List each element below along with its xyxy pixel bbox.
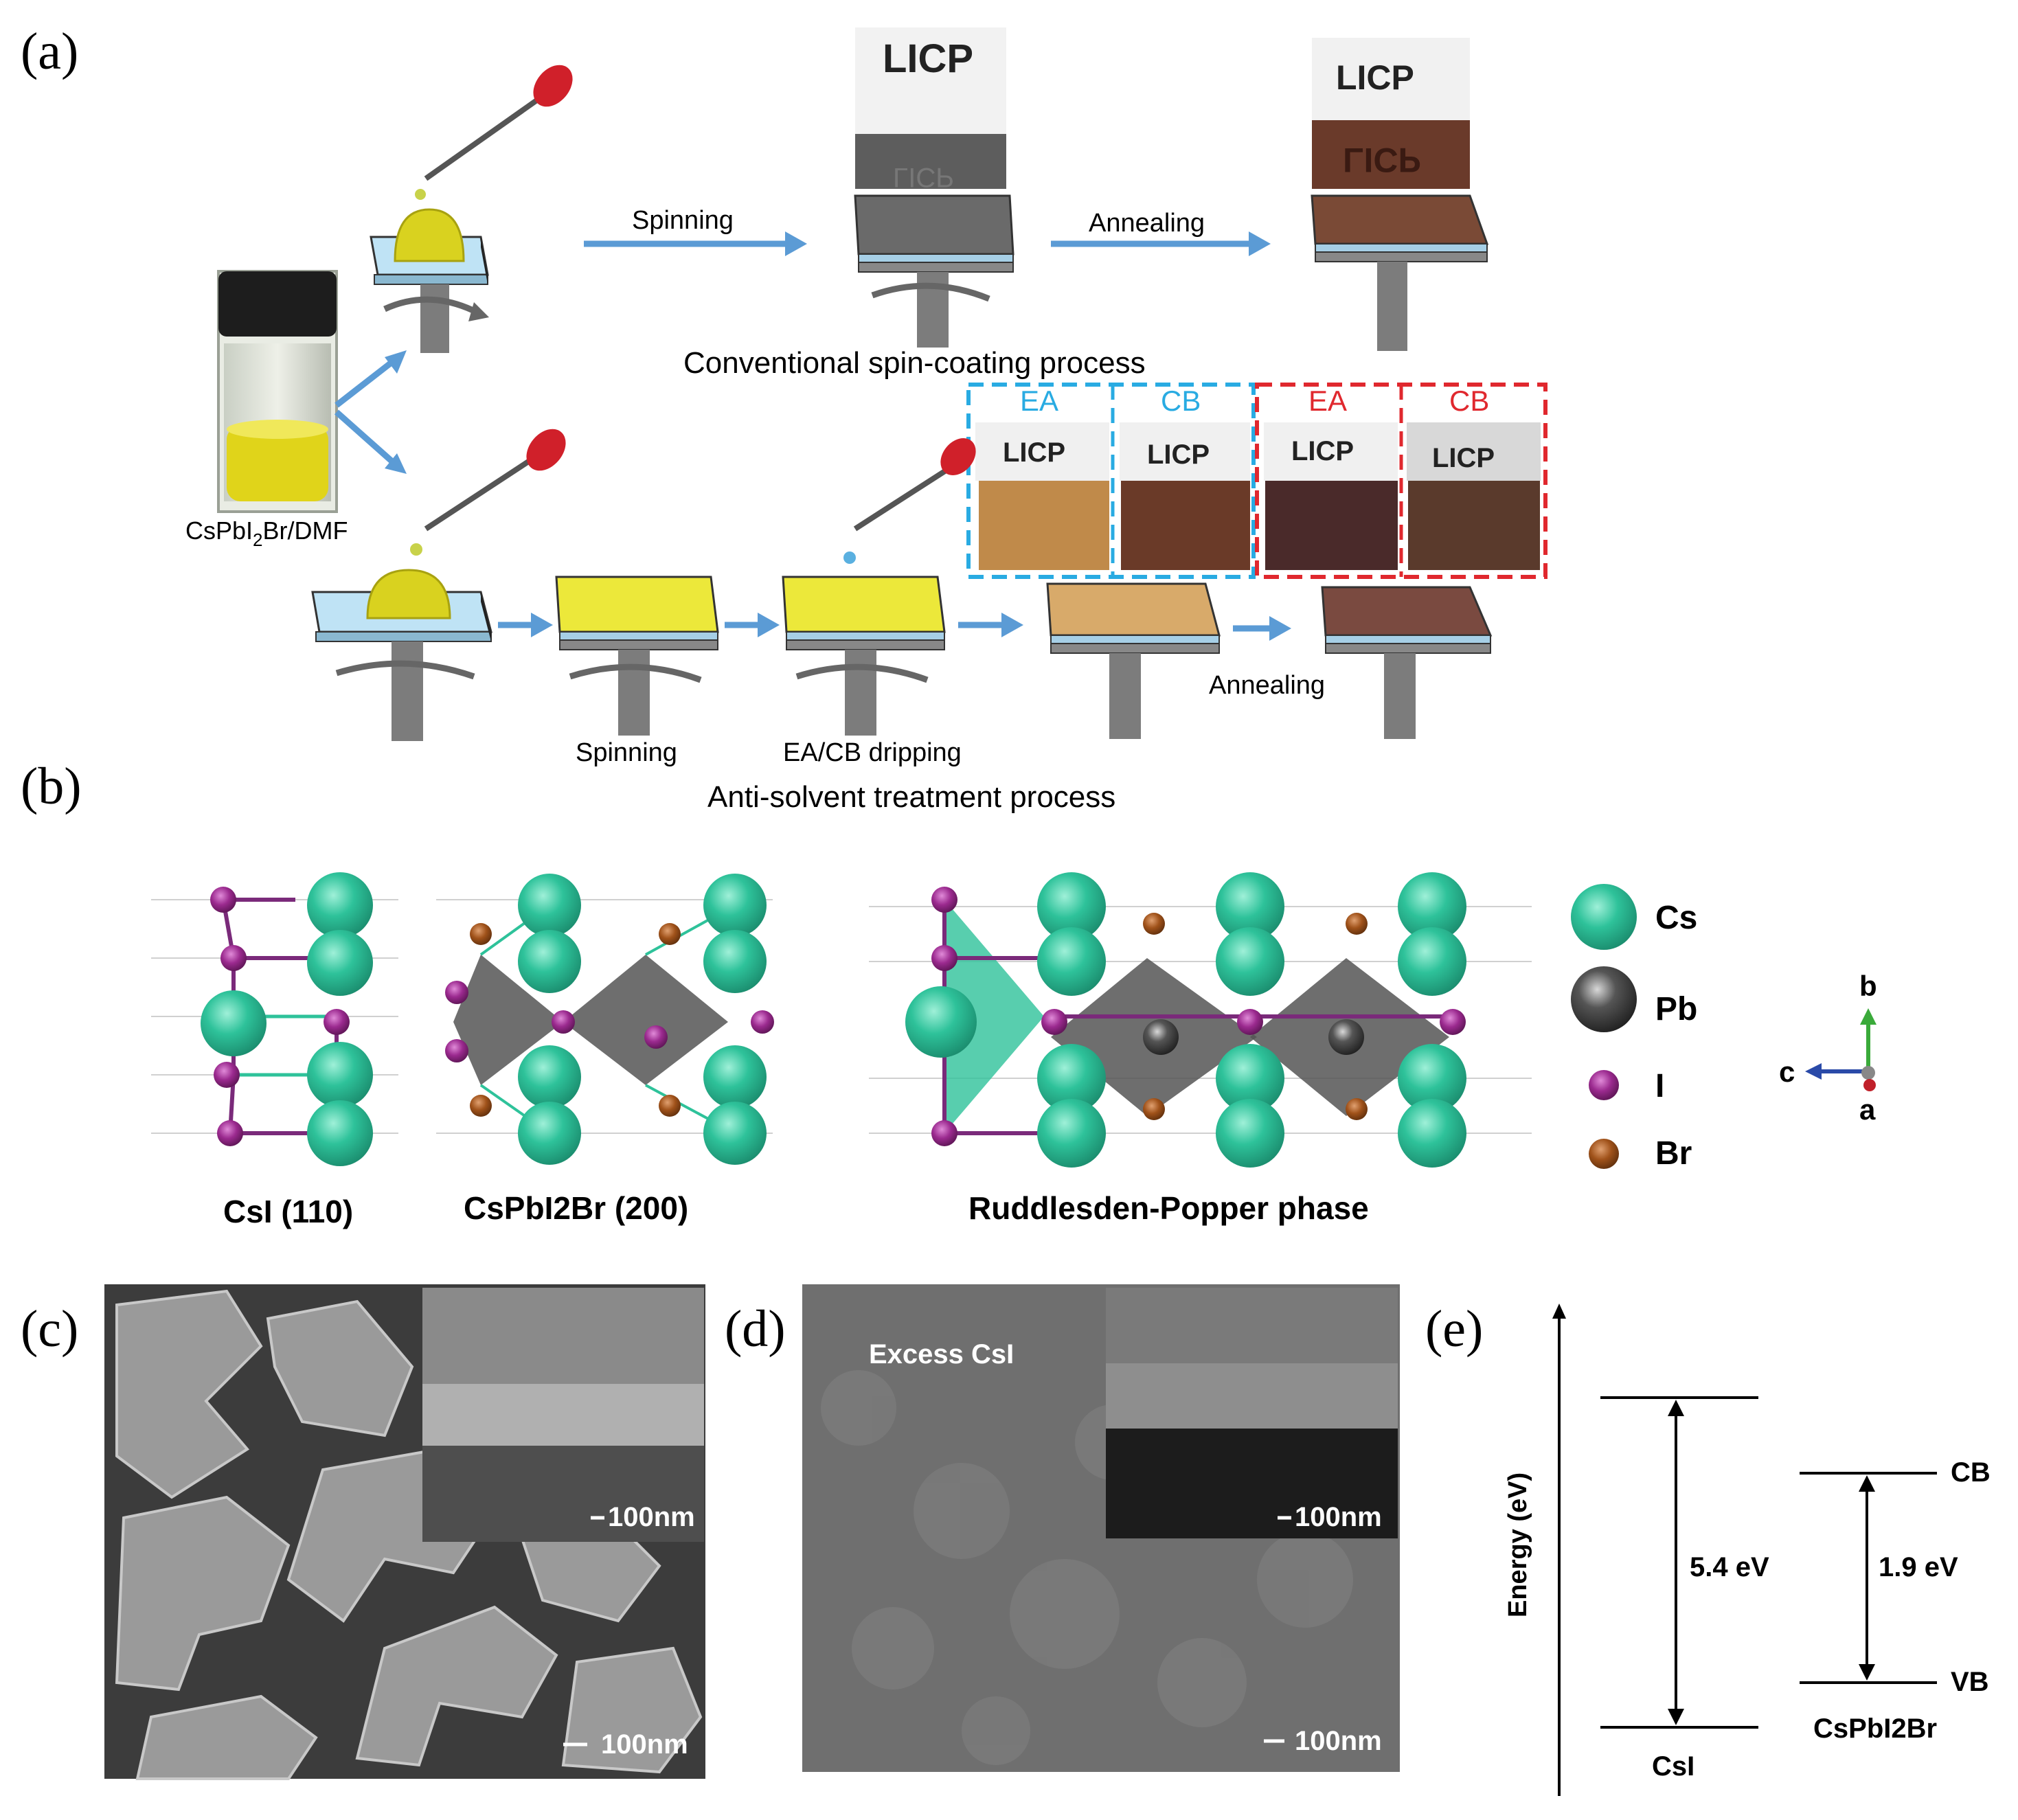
bottom-substrate-1 [311,569,492,741]
sem-inset-c: 100nm [422,1288,704,1542]
photo-cb-cyan: LICP [1120,422,1250,570]
bottom-step-dripping: EA/CB dripping [783,738,962,767]
svg-text:LICP: LICP [893,162,954,192]
panel-d: (d) Excess CsI 100nm 100nm [725,1284,1400,1772]
csi-gap-label: 5.4 eV [1690,1552,1769,1582]
bottom-substrate-2 [555,576,719,736]
bottom-substrate-3 [782,576,946,736]
svg-text:100nm: 100nm [1295,1502,1382,1532]
svg-text:LICP: LICP [1147,440,1210,470]
bottom-step-spinning: Spinning [576,738,677,767]
pipette-2 [410,429,566,556]
pipette-3 [843,438,976,564]
cspbi2br-structure [445,874,774,1165]
vial-image [217,270,338,513]
scale-bar-d: 100nm [1295,1726,1382,1756]
panel-d-label: (d) [725,1300,786,1358]
perovskite-gap-label: 1.9 eV [1879,1552,1958,1582]
photo-cb-red: LICP [1407,422,1541,570]
bottom-substrate-5 [1321,586,1493,739]
panel-e-label: (e) [1425,1300,1483,1358]
scale-bar-c: 100nm [601,1729,688,1760]
svg-text:LICP: LICP [1291,436,1354,466]
svg-text:I: I [1655,1068,1664,1104]
svg-text:LICP: LICP [1432,443,1495,473]
ruddlesden-popper-structure [905,872,1466,1168]
panel-a: (a) CsPbI2Br/DMF [21,23,1547,814]
crystal-axes: b c a [1779,970,1877,1126]
top-photo-1: LICP LICP [855,27,1006,192]
bottom-step-annealing: Annealing [1209,671,1325,700]
bottom-caption: Anti-solvent treatment process [707,780,1115,814]
top-substrate-3 [1311,194,1489,351]
photo-ea-red: LICP [1264,422,1398,570]
svg-text:LICP: LICP [1336,58,1414,97]
svg-text:Pb: Pb [1655,991,1697,1027]
csi-level-label: CsI [1652,1751,1694,1782]
top-caption: Conventional spin-coating process [683,346,1146,380]
panel-e: (e) Energy (eV) 5.4 eV CsI 1.9 eV CB VB … [1425,1300,1991,1796]
vb-label: VB [1951,1667,1989,1697]
panel-c-label: (c) [21,1300,78,1358]
svg-text:a: a [1859,1093,1876,1126]
vial-label: CsPbI2Br/DMF [185,516,348,550]
svg-text:c: c [1779,1056,1795,1088]
panel-a-label: (a) [21,23,78,80]
svg-text:100nm: 100nm [608,1502,695,1532]
svg-text:LICP: LICP [1343,141,1421,179]
svg-text:LICP: LICP [883,36,973,81]
excess-csi-label: Excess CsI [869,1339,1014,1369]
photo-header-row: EA CB EA CB [1020,385,1489,417]
panel-c: (c) 100nm 100nm [21,1284,705,1780]
top-step-annealing: Annealing [1089,209,1205,238]
structure-label-csi: CsI (110) [223,1194,353,1229]
svg-text:Br: Br [1655,1135,1692,1172]
csi-structure [201,872,373,1166]
top-photo-2: LICP LICP [1312,38,1470,189]
energy-axis-label: Energy (eV) [1504,1472,1532,1617]
atom-legend: Cs Pb I Br [1571,884,1697,1172]
structure-label-rp: Ruddlesden-Popper phase [968,1190,1369,1226]
panel-b: (b) [21,758,1877,1229]
svg-text:LICP: LICP [1003,437,1065,468]
svg-text:Cs: Cs [1655,900,1697,936]
top-substrate-1 [370,208,489,353]
cb-label: CB [1951,1457,1991,1488]
sem-texture-d [821,1370,1353,1765]
structure-label-cspbi2br: CsPbI2Br (200) [464,1190,688,1226]
bottom-substrate-4 [1046,582,1221,739]
sem-inset-d: 100nm [1106,1288,1398,1538]
svg-text:b: b [1859,970,1877,1002]
top-substrate-2 [854,194,1014,348]
perovskite-level-label: CsPbI2Br [1813,1714,1937,1744]
svg-text:CB: CB [1161,385,1201,417]
top-step-spinning: Spinning [632,206,734,235]
svg-text:EA: EA [1308,385,1347,417]
svg-text:EA: EA [1020,385,1058,417]
panel-b-label: (b) [21,758,82,815]
svg-text:CB: CB [1449,385,1489,417]
pipette-1 [415,65,573,200]
photo-ea-cyan: LICP [975,422,1109,570]
